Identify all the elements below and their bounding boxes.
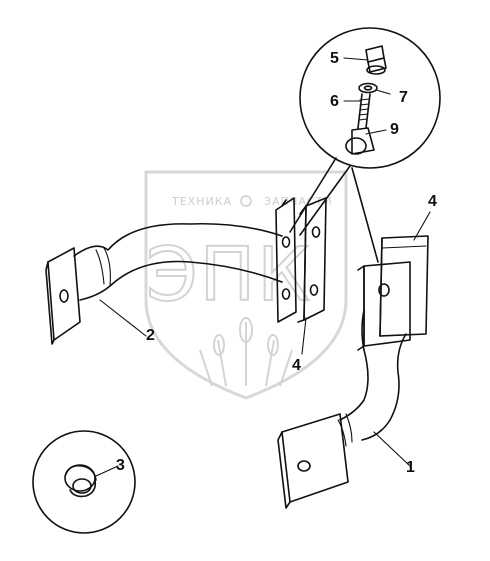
bracket-part-1 xyxy=(277,261,411,509)
callout-6: 6 xyxy=(330,93,339,110)
watermark-shield xyxy=(144,170,348,400)
callout-7: 7 xyxy=(399,89,408,106)
watermark-top-text: ТЕХНИКА xyxy=(171,195,232,208)
callout-9: 9 xyxy=(390,121,399,138)
gear-icon xyxy=(240,195,252,207)
watermark-big-text: ЭПК xyxy=(146,232,312,318)
watermark-top-text-right: ЗАПЧАСТИ xyxy=(264,195,333,208)
bolt-part xyxy=(345,93,375,155)
callout-4-lower: 4 xyxy=(292,357,301,374)
spacer-part-4 xyxy=(379,235,429,337)
callout-5: 5 xyxy=(330,50,339,67)
fastener-detail-circle xyxy=(289,27,441,263)
callout-4-upper: 4 xyxy=(428,193,437,210)
callout-leaders xyxy=(95,57,431,477)
bracket-part-2 xyxy=(45,197,327,345)
callout-2: 2 xyxy=(146,327,155,344)
callout-1: 1 xyxy=(406,459,415,476)
grommet-detail-circle xyxy=(32,430,136,534)
washer-part xyxy=(358,82,378,94)
wheat-icon xyxy=(199,317,293,387)
nut-part xyxy=(365,45,387,75)
callout-3: 3 xyxy=(116,457,125,474)
